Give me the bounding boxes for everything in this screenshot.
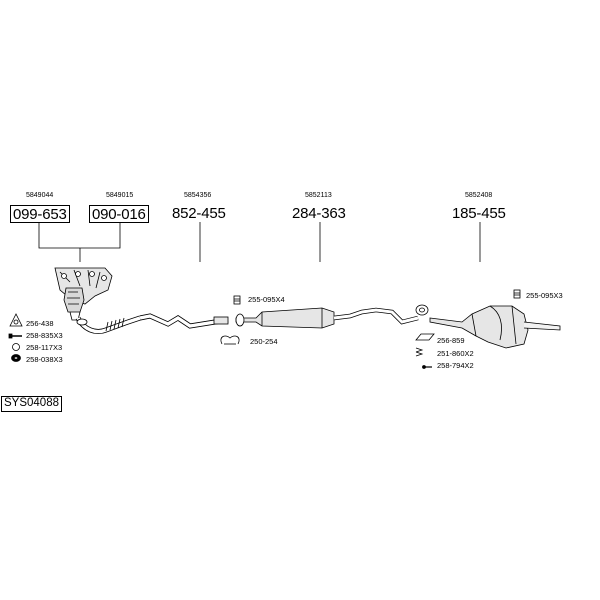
oe-number-label: 5849044 <box>26 192 54 199</box>
fitting-code[interactable]: 256-438 <box>26 319 54 328</box>
catalytic-converter <box>63 287 85 321</box>
fitting-code[interactable]: 258-835X3 <box>26 331 63 340</box>
ring-gasket-icon <box>415 333 435 341</box>
part-number[interactable]: 852-455 <box>172 205 226 222</box>
oe-number-label: 5852408 <box>465 192 493 199</box>
centre-pipe <box>139 313 229 329</box>
fitting-code[interactable]: 255-095X3 <box>526 291 563 300</box>
oe-number-label: 5854356 <box>184 192 212 199</box>
fitting-code[interactable]: 258-038X3 <box>26 355 63 364</box>
part-number-boxed[interactable]: 090-016 <box>89 205 149 223</box>
fitting-code[interactable]: 256-859 <box>437 336 465 345</box>
rear-silencer <box>429 305 561 349</box>
small-bolt-icon <box>422 365 432 369</box>
system-code: SYS04088 <box>1 396 62 412</box>
fitting-code[interactable]: 258-794X2 <box>437 361 474 370</box>
clamp-icon-1 <box>233 295 241 305</box>
bolt-icon <box>8 333 22 339</box>
part-number[interactable]: 284-363 <box>292 205 346 222</box>
flex-section <box>105 317 125 332</box>
nut-ring-icon <box>12 343 20 351</box>
oe-number-label: 5852113 <box>305 192 332 199</box>
fitting-code[interactable]: 250-254 <box>250 337 278 346</box>
fitting-symbols <box>8 289 521 369</box>
leader-lines <box>38 222 481 262</box>
spring-icon <box>415 347 424 357</box>
front-pipe <box>75 315 141 334</box>
clamp-icon-2 <box>513 289 521 299</box>
pipe-clamp-icon <box>220 335 240 345</box>
flange-gasket-icon <box>415 304 429 316</box>
part-number-boxed[interactable]: 099-653 <box>10 205 70 223</box>
oe-number-label: 5849015 <box>106 192 134 199</box>
gasket-icon <box>9 313 23 327</box>
middle-silencer <box>235 307 419 329</box>
spring-washer-icon <box>11 354 21 362</box>
part-number[interactable]: 185-455 <box>452 205 506 222</box>
fitting-code[interactable]: 258-117X3 <box>26 343 63 352</box>
fitting-code[interactable]: 251-860X2 <box>437 349 474 358</box>
fitting-code[interactable]: 255-095X4 <box>248 295 285 304</box>
